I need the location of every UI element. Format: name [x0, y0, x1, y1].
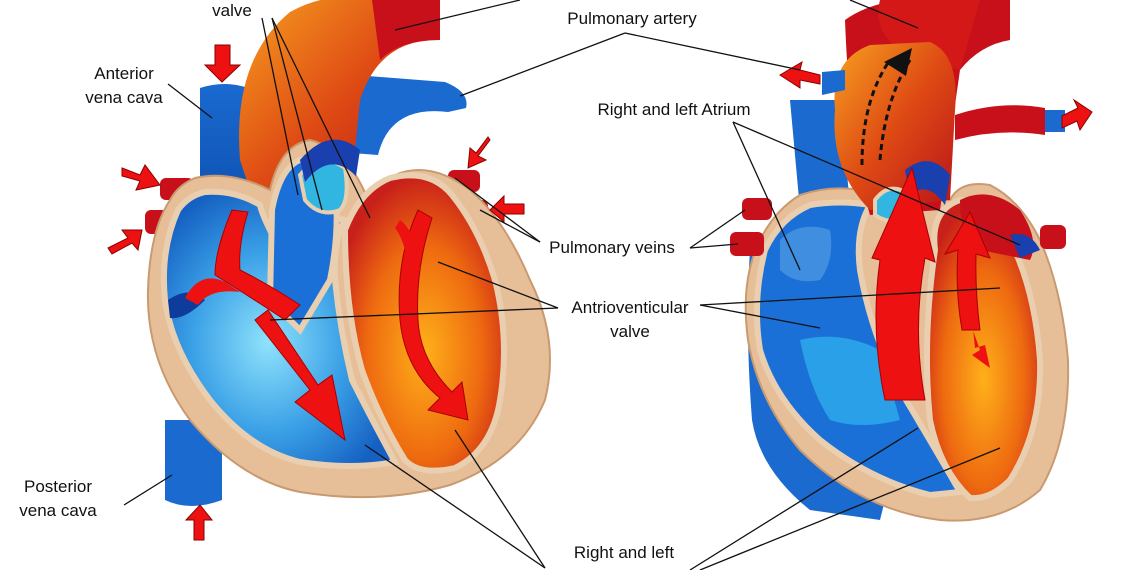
pulmonary-artery-label: Pulmonary artery: [567, 9, 697, 28]
inflow-arrow: [121, 164, 161, 191]
anterior-vena-cava-label-line2: vena cava: [85, 88, 163, 107]
flow-arrow: [185, 278, 240, 305]
inflow-arrow: [467, 136, 491, 169]
right-left-atrium-label: Right and left Atrium: [597, 100, 750, 119]
inflow-arrow: [203, 44, 242, 83]
posterior-vena-cava-vessel: [165, 420, 222, 506]
flow-arrow: [871, 166, 936, 401]
flow-arrow: [962, 300, 990, 368]
anterior-vena-cava-label-line1: Anterior: [94, 64, 154, 83]
ventricles-label-line1: Right and left: [574, 543, 674, 562]
posterior-vena-cava-label-line1: Posterior: [24, 477, 92, 496]
posterior-vena-cava-label-line2: vena cava: [19, 501, 97, 520]
flow-arrow: [254, 309, 346, 442]
pulmonary-vein-stub: [1040, 225, 1066, 249]
labels: valve Pulmonary artery Anterior vena cav…: [19, 1, 750, 562]
inflow-arrow: [184, 504, 214, 541]
av-valve-label-line2: valve: [610, 322, 650, 341]
pulmonary-veins-label: Pulmonary veins: [549, 238, 675, 257]
inflow-arrow: [107, 229, 143, 255]
av-valve-label-line1: Antrioventicular: [571, 298, 689, 317]
outflow-arrow: [779, 60, 821, 89]
leader-lines: [123, 0, 1021, 570]
left-heart: [107, 0, 551, 541]
dashed-flow-arrow: [860, 59, 892, 166]
inflow-arrow: [489, 194, 525, 224]
pulmonary-vein-stub: [730, 232, 764, 256]
outflow-arrow: [1061, 98, 1093, 132]
flow-arrow: [395, 220, 420, 275]
right-heart: [730, 0, 1093, 522]
flow-arrow: [943, 210, 991, 331]
semilunar-valve-label: valve: [212, 1, 252, 20]
pulmonary-vein-stub: [742, 198, 772, 220]
